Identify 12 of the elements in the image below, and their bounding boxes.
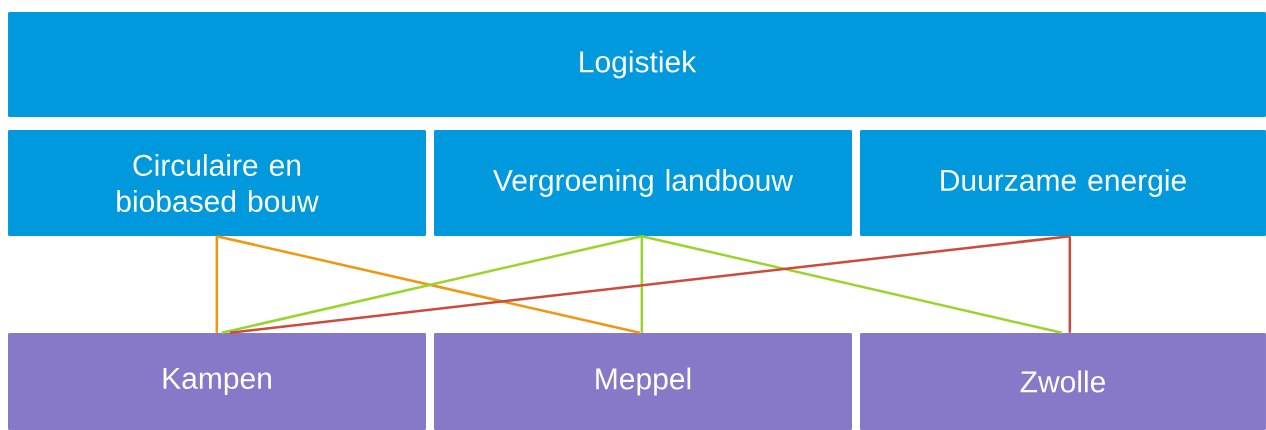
theme-box: Duurzame energie [860, 130, 1266, 236]
city-box: Zwolle [860, 333, 1266, 430]
connector-line [640, 236, 644, 333]
theme-box: Circulaire en biobased bouw [8, 130, 426, 236]
connector-line [641, 234, 1063, 334]
connector-line [229, 234, 1070, 335]
theme-box: Vergroening landbouw [434, 130, 852, 236]
connector-line [1068, 236, 1072, 333]
city-box: Meppel [434, 333, 852, 430]
city-box: Kampen [8, 333, 426, 430]
topic-bar: Logistiek [8, 12, 1266, 117]
connector-line [215, 236, 219, 333]
